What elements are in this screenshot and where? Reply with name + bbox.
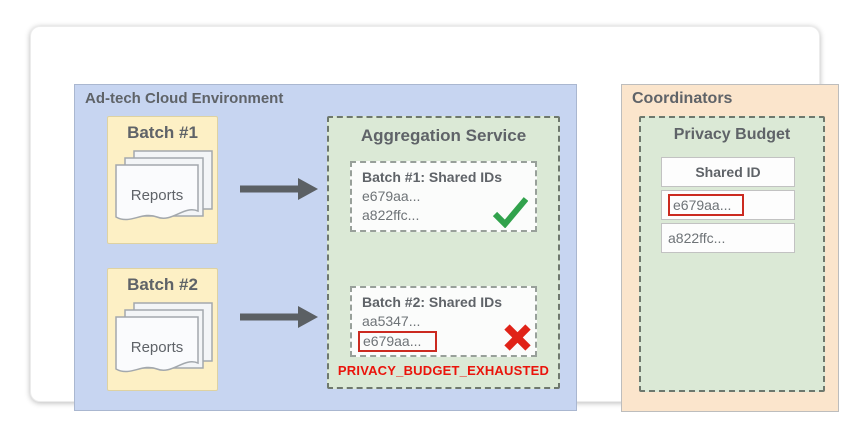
privacy-budget-box: Privacy Budget Shared ID e679aa... a822f… [639, 116, 825, 392]
batch-2-arrow-right-icon [240, 306, 318, 328]
batch-2-label: Batch #2 [127, 275, 198, 294]
batch-1-label: Batch #1 [127, 123, 198, 142]
batch-1-arrow-right-icon [240, 178, 318, 200]
shared-id-table: Shared ID e679aa... a822ffc... [661, 157, 795, 253]
batch-2-result-box: Batch #2: Shared IDs aa5347... e679aa... [350, 286, 537, 357]
shared-id-table-header: Shared ID [661, 157, 795, 187]
batch-1-result-box: Batch #1: Shared IDs e679aa... a822ffc..… [350, 161, 537, 232]
batch-2-result-title: Batch #2: Shared IDs [362, 294, 503, 310]
aggregation-service-box: Aggregation Service Batch #1: Shared IDs… [327, 116, 560, 389]
failure-x-icon [504, 324, 531, 351]
reports-label: Reports [131, 339, 184, 356]
batch-1-box: Batch #1 Reports [107, 116, 218, 244]
coordinators-panel: Coordinators Privacy Budget Shared ID e6… [621, 84, 839, 412]
aggregation-service-title: Aggregation Service [360, 126, 527, 145]
shared-id-value: e679aa... [362, 188, 421, 204]
adtech-environment-panel: Ad-tech Cloud Environment Batch #1 Repor… [74, 84, 577, 411]
shared-id-value: a822ffc... [362, 207, 420, 223]
table-row: e679aa... [661, 190, 795, 220]
table-row: a822ffc... [661, 223, 795, 253]
shared-id-value: aa5347... [362, 313, 421, 329]
batch-1-result-title: Batch #1: Shared IDs [362, 169, 503, 185]
success-check-icon [492, 197, 528, 228]
duplicate-id-highlight: e679aa... [358, 331, 438, 352]
diagram-card: Ad-tech Cloud Environment Batch #1 Repor… [30, 26, 839, 412]
privacy-budget-exhausted-label: PRIVACY_BUDGET_EXHAUSTED [337, 363, 550, 378]
coordinators-title: Coordinators [632, 90, 733, 107]
batch-2-box: Batch #2 Reports [107, 268, 218, 391]
adtech-environment-title: Ad-tech Cloud Environment [85, 90, 284, 107]
document-stack-icon: Reports [115, 302, 213, 373]
document-stack-icon: Reports [115, 150, 213, 221]
reports-label: Reports [131, 187, 184, 204]
privacy-budget-title: Privacy Budget [673, 126, 791, 143]
highlighted-id-cell: e679aa... [668, 194, 745, 216]
